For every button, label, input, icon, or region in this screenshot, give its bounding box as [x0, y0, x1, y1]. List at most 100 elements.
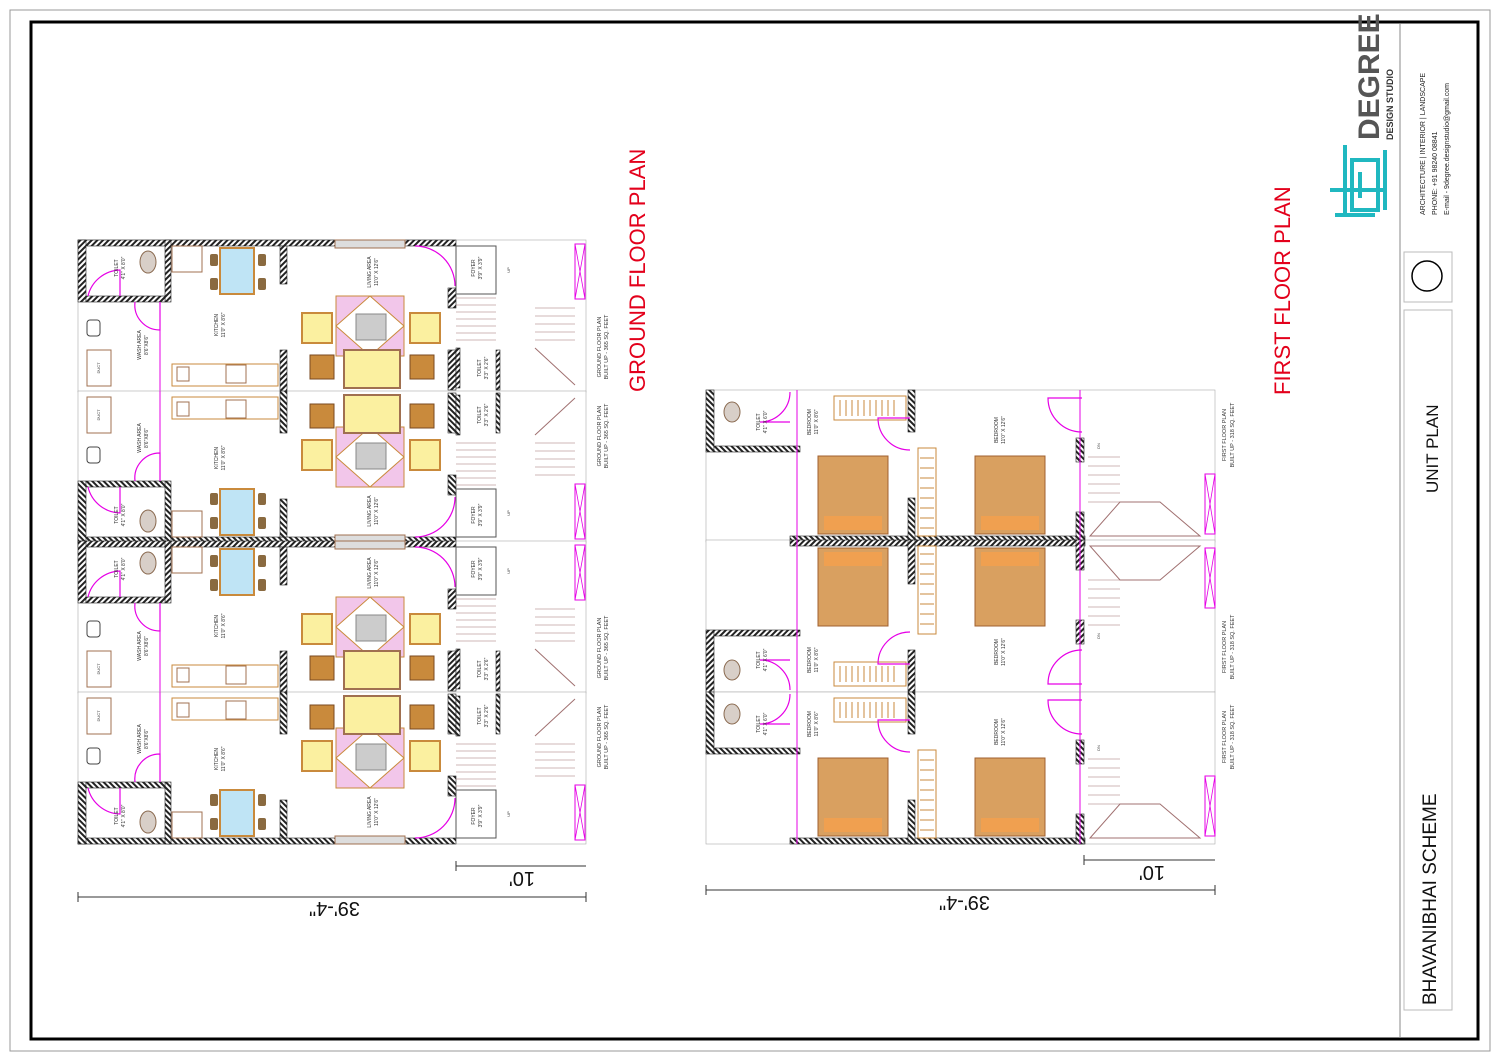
door-icon: [877, 417, 911, 451]
washing-counter: [86, 697, 112, 735]
foyer: [455, 488, 497, 538]
foyer-size: 3'9" X 3'9": [478, 804, 484, 827]
first-unit: [705, 691, 1216, 845]
wall: [495, 650, 501, 692]
unit-caption: FIRST FLOOR PLAN: [1222, 621, 1228, 673]
stair-landing: [1088, 545, 1202, 581]
washing-counter: [86, 349, 112, 387]
unit-caption: FIRST FLOOR PLAN: [1222, 711, 1228, 763]
wash-size: 8'6"X8'6": [144, 428, 150, 448]
pillows: [981, 516, 1039, 530]
toilet-size: 4'1" X 8'0": [121, 804, 127, 827]
window-cross: [1204, 547, 1216, 609]
coffee-table: [355, 743, 387, 771]
wardrobe-icon: [917, 545, 937, 635]
first-unit: [705, 389, 1216, 543]
unit-caption: GROUND FLOOR PLAN: [597, 618, 603, 679]
bedroom-size: 11'0" X 8'6": [814, 647, 820, 672]
stair-line: [534, 347, 576, 386]
wall: [447, 287, 457, 309]
fridge: [171, 510, 203, 538]
sofa-icon: [343, 650, 401, 690]
dn-label: DN: [1096, 745, 1101, 751]
unit-area: BUILT UP - 365 SQ. FEET: [604, 403, 610, 468]
door-icon: [759, 693, 791, 725]
chair-icon: [210, 818, 218, 830]
unit-outline: [705, 691, 1216, 845]
wall: [907, 389, 916, 433]
wall: [447, 775, 457, 797]
wall: [455, 648, 461, 690]
armchair-icon: [409, 613, 441, 645]
stove-icon: [225, 399, 247, 419]
sheet-frame: [29, 20, 1480, 1041]
kitchen-sink-icon: [176, 366, 190, 382]
unit-area: BUILT UP - 318 SQ. FEET: [1230, 704, 1236, 769]
title-block: DEGREE DESIGN STUDIO ARCHITECTURE | INTE…: [1330, 13, 1453, 1038]
stair-line: [534, 648, 576, 687]
foyer-size: 3'9" X 3'9": [478, 557, 484, 580]
toilet-label: TOILET: [114, 259, 120, 276]
bedroom-size: 11'0" X 8'6": [814, 409, 820, 434]
sink-icon: [86, 747, 101, 765]
wall: [279, 498, 288, 538]
wall: [713, 629, 801, 637]
wall: [455, 394, 461, 436]
tagline: ARCHITECTURE | INTERIOR | LANDSCAPE: [1420, 73, 1427, 215]
ground-unit: [77, 540, 587, 694]
pillows: [824, 818, 882, 832]
wall: [495, 392, 501, 434]
bedroom-size: 11'0" X 12'6": [1001, 638, 1007, 666]
foyer: [455, 546, 497, 596]
wall: [279, 390, 288, 434]
kitchen-label: KITCHEN: [214, 615, 220, 637]
window-icon: [574, 544, 586, 601]
kitchen-label: KITCHEN: [214, 748, 220, 770]
toilet2-size: 3'3" X 2'6": [484, 356, 490, 379]
chair-icon: [210, 493, 218, 505]
foyer-label: FOYER: [471, 560, 477, 578]
kitchen-counter: [171, 664, 279, 688]
wc-icon: [723, 401, 741, 423]
window-cross: [574, 483, 586, 540]
kitchen-sink-icon: [176, 401, 190, 417]
tv-unit: [334, 239, 406, 249]
toilet-size: 4'1" X 8'0": [121, 256, 127, 279]
window-icon: [574, 483, 586, 540]
bedroom-label: BEDROOM: [807, 409, 813, 435]
toilet2-label: TOILET: [477, 359, 483, 376]
window-cross: [1204, 775, 1216, 837]
wall: [447, 392, 457, 434]
toilet2-label: TOILET: [477, 707, 483, 724]
unit-caption: GROUND FLOOR PLAN: [597, 707, 603, 768]
toilet-label: TOILET: [114, 807, 120, 824]
door-icon: [134, 753, 161, 783]
wall: [495, 693, 501, 735]
sofa-icon: [343, 394, 401, 434]
wall: [455, 347, 461, 389]
toilet-size: 4'1" X 6'0": [763, 712, 769, 735]
toilet-label: TOILET: [114, 506, 120, 523]
wall: [77, 239, 87, 303]
living-label: LIVING AREA: [367, 796, 373, 828]
wash-label: WASH AREA: [137, 423, 143, 453]
wall: [705, 389, 715, 453]
kitchen-size: 11'0" X 8'6": [221, 312, 227, 337]
dining-table: [219, 548, 255, 596]
armchair-icon: [409, 740, 441, 772]
kitchen-size: 11'0" X 8'6": [221, 613, 227, 638]
living-size: 11'0" X 12'6": [374, 559, 380, 587]
wall: [907, 691, 916, 735]
wall: [85, 596, 166, 604]
wall: [77, 480, 87, 544]
unit-area: BUILT UP - 318 SQ. FEET: [1230, 402, 1236, 467]
wc-icon: [723, 703, 741, 725]
toilet-size: 4'1" X 6'0": [763, 410, 769, 433]
ground-unit: [77, 390, 587, 544]
door-icon: [134, 452, 161, 482]
kitchen-label: KITCHEN: [214, 314, 220, 336]
armchair-icon: [409, 439, 441, 471]
wall: [279, 691, 288, 735]
side-table-icon: [309, 354, 335, 380]
duct-label: DUCT: [96, 710, 101, 722]
